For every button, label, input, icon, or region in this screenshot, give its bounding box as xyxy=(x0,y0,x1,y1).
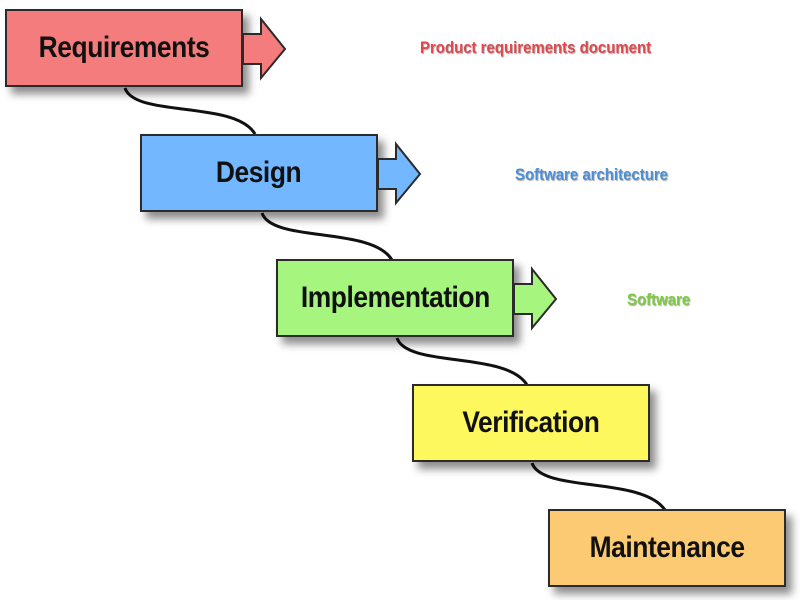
output-arrow-requirements xyxy=(242,16,287,81)
stage-implementation: Implementation xyxy=(276,259,514,337)
output-label-requirements: Product requirements document xyxy=(420,38,652,57)
output-arrow-implementation xyxy=(513,266,558,331)
stage-verification: Verification xyxy=(412,384,650,462)
stage-label-verification: Verification xyxy=(462,406,600,439)
stage-label-maintenance: Maintenance xyxy=(589,531,745,564)
connector-verification-maintenance xyxy=(530,462,667,511)
arrow-shape-design xyxy=(377,141,422,206)
arrow-shape-implementation xyxy=(513,266,558,331)
stage-label-design: Design xyxy=(216,156,302,189)
stage-requirements: Requirements xyxy=(5,9,243,87)
stage-maintenance: Maintenance xyxy=(548,509,786,587)
output-arrow-design xyxy=(377,141,422,206)
connector-implementation-verification xyxy=(395,337,529,386)
output-label-design: Software architecture xyxy=(515,165,668,184)
stage-label-implementation: Implementation xyxy=(300,281,490,314)
output-label-implementation: Software xyxy=(627,290,691,309)
stage-label-requirements: Requirements xyxy=(38,31,210,64)
connector-requirements-design xyxy=(123,87,257,135)
connector-design-implementation xyxy=(260,212,394,261)
arrow-shape-requirements xyxy=(242,16,287,81)
stage-design: Design xyxy=(140,134,378,212)
